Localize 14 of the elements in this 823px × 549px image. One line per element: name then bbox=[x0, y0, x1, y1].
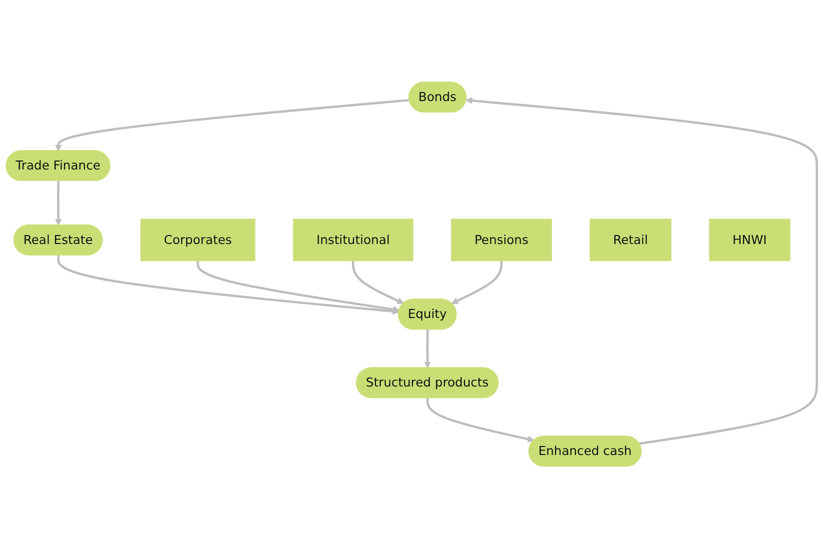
node-box: Retail bbox=[590, 219, 672, 262]
arrow bbox=[352, 261, 404, 304]
arrow bbox=[54, 99, 410, 152]
arrow bbox=[466, 98, 818, 446]
arrow bbox=[54, 181, 62, 226]
arrow bbox=[196, 261, 400, 314]
arrow bbox=[451, 261, 503, 304]
arrow bbox=[426, 398, 534, 443]
node-box: Institutional bbox=[293, 219, 414, 262]
arrow bbox=[424, 330, 431, 369]
arrow bbox=[57, 256, 400, 316]
node-box: Corporates bbox=[140, 219, 256, 262]
node-box: Pensions bbox=[450, 219, 552, 262]
node-box: HNWI bbox=[709, 219, 790, 262]
